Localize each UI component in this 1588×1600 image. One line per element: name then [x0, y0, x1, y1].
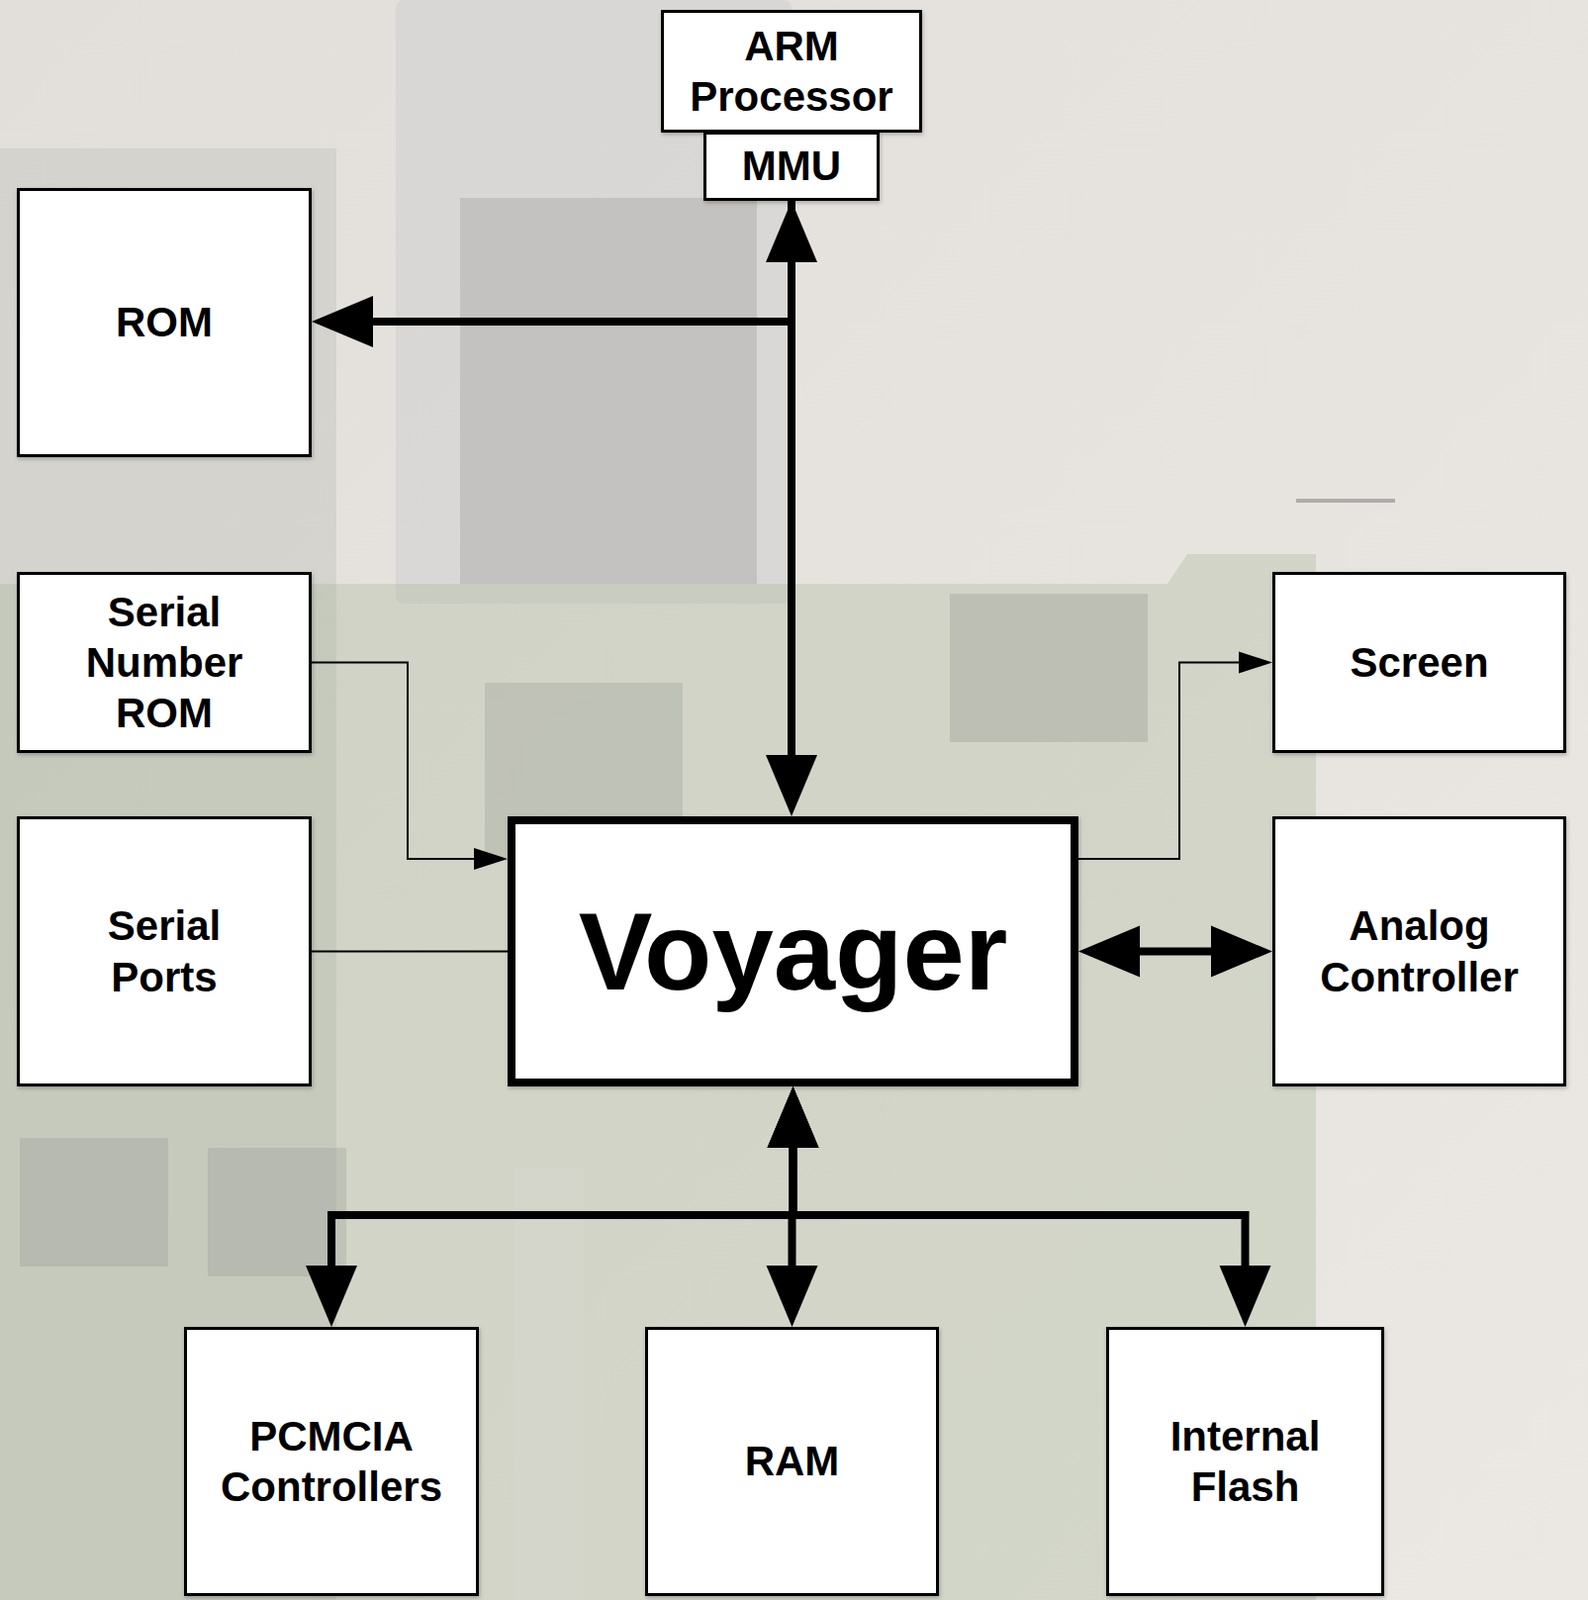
- arrowhead: [1078, 926, 1140, 978]
- arrowhead: [1219, 1265, 1272, 1327]
- connector-line: [787, 260, 796, 757]
- box-label: Internal Flash: [1121, 1410, 1370, 1512]
- ribbon-cable: [514, 1167, 584, 1600]
- mmu-box: MMU: [703, 131, 880, 201]
- connector-line: [793, 1145, 1246, 1268]
- box-label: Screen: [1349, 637, 1489, 688]
- connector-line: [371, 200, 792, 322]
- processor-box: ARM Processor: [660, 9, 923, 133]
- chip-box: Voyager: [507, 816, 1079, 1087]
- box-label: Voyager: [578, 890, 1009, 1013]
- arrowhead: [767, 1086, 820, 1148]
- box-label: ROM: [115, 296, 213, 348]
- bus-arrow: [305, 1086, 820, 1327]
- connector-line: [1078, 662, 1241, 860]
- arrowhead: [473, 847, 508, 870]
- signal-line: [1078, 652, 1273, 860]
- box-label: RAM: [745, 1435, 841, 1487]
- arrowhead: [767, 1086, 820, 1148]
- battery-pack: [949, 593, 1148, 743]
- arrowhead: [767, 1086, 820, 1148]
- bus-arrow: [311, 200, 792, 348]
- signal-line: [311, 662, 508, 871]
- signal-line: [311, 950, 508, 952]
- arrowhead: [765, 754, 818, 817]
- chip: [207, 1147, 347, 1277]
- screw: [1296, 498, 1396, 503]
- pc-card-label: [460, 197, 757, 584]
- memory-box: Internal Flash: [1106, 1326, 1385, 1596]
- rom-box: ROM: [16, 187, 312, 458]
- arrowhead: [305, 1265, 358, 1327]
- bus-arrow: [767, 1086, 1272, 1327]
- connector-line: [311, 662, 476, 860]
- connector-line: [331, 1145, 794, 1268]
- box-label: ARM Processor: [671, 20, 912, 122]
- connector-line: [311, 950, 508, 953]
- controller-box: Analog Controller: [1272, 816, 1567, 1087]
- box-label: Serial Ports: [65, 900, 264, 1002]
- arrowhead: [311, 295, 374, 348]
- box-label: Serial Number ROM: [50, 586, 279, 740]
- arrowhead: [766, 1265, 819, 1327]
- box-label: Analog Controller: [1283, 900, 1556, 1002]
- box-label: PCMCIA Controllers: [194, 1410, 468, 1512]
- arrowhead: [1211, 926, 1273, 978]
- controller-box: PCMCIA Controllers: [184, 1326, 479, 1596]
- chip: [19, 1137, 169, 1267]
- screen-box: Screen: [1272, 571, 1567, 753]
- bus-arrow: [1078, 926, 1273, 978]
- memory-box: RAM: [645, 1326, 939, 1596]
- box-label: MMU: [742, 140, 841, 191]
- connector-line: [1137, 947, 1214, 956]
- rom-box: Serial Number ROM: [16, 571, 312, 753]
- arrowhead: [1238, 652, 1273, 674]
- port-box: Serial Ports: [16, 816, 312, 1087]
